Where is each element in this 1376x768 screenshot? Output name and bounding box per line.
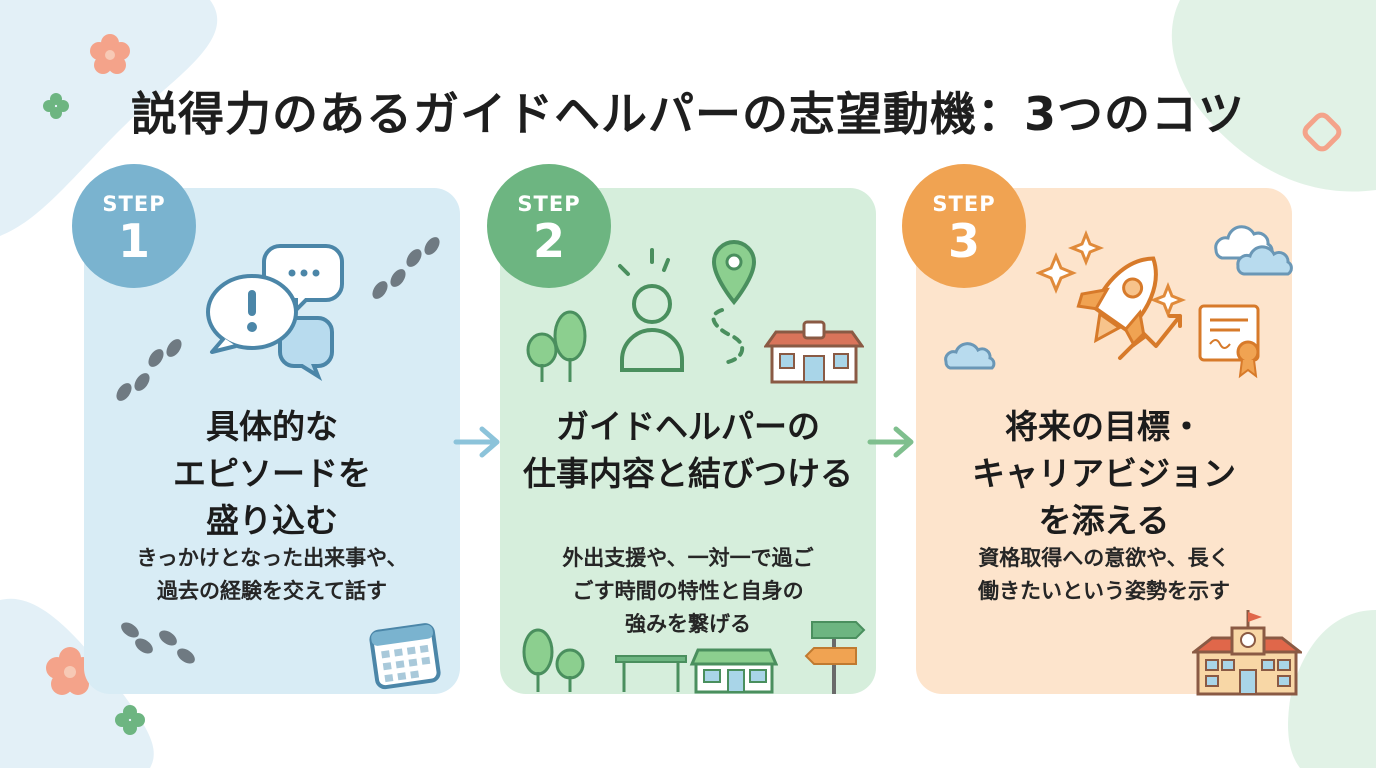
arrow-right-icon [453, 426, 500, 458]
step-label: STEP [102, 192, 166, 216]
step-3-description: 資格取得への意欲や、長く 働きたいという姿勢を示す [916, 542, 1292, 608]
clover-icon [115, 705, 145, 735]
step-number: 2 [532, 214, 565, 268]
footprints-icon [121, 622, 195, 664]
footprints-icon [372, 237, 440, 299]
flower-icon [90, 34, 130, 74]
page-title: 説得力のあるガイドヘルパーの志望動機：3つのコツ [130, 87, 1245, 141]
clover-icon [43, 93, 69, 119]
calendar-icon [369, 623, 441, 690]
arrow-right-icon [867, 426, 914, 458]
footprints-icon [116, 339, 182, 401]
description-line: 資格取得への意欲や、長く [978, 546, 1230, 570]
step-2-heading: ガイドヘルパーの 仕事内容と結びつける [500, 403, 876, 497]
heading-line: キャリアビジョン [972, 454, 1236, 493]
description-line: 働きたいという姿勢を示す [978, 579, 1230, 603]
heading-line: を添える [1038, 501, 1170, 540]
rocket-icon [1076, 256, 1182, 360]
diamond-icon [1302, 112, 1342, 152]
tree-icon [522, 628, 585, 692]
tree-icon [526, 310, 587, 382]
step-2-badge: STEP 2 [487, 164, 611, 288]
step-3-heading: 将来の目標・ キャリアビジョン を添える [916, 403, 1292, 544]
description-line: 外出支援や、一対一で過ご [562, 546, 814, 570]
cloud-icon [944, 342, 996, 370]
signpost-icon [804, 621, 866, 694]
map-pin-icon [711, 239, 757, 364]
heading-line: ガイドヘルパーの [556, 407, 820, 446]
step-2-description: 外出支援や、一対一で過ご ごす時間の特性と自身の 強みを繋げる [500, 542, 876, 641]
shop-icon [615, 648, 778, 694]
heading-line: 盛り込む [206, 501, 338, 540]
speech-bubbles-icon [206, 244, 344, 381]
school-icon [1192, 610, 1302, 696]
description-line: きっかけとなった出来事や、 [136, 546, 408, 570]
step-1-description: きっかけとなった出来事や、 過去の経験を交えて話す [84, 542, 460, 608]
description-line: 過去の経験を交えて話す [157, 579, 387, 603]
heading-line: 具体的な [206, 407, 338, 446]
description-line: ごす時間の特性と自身の [572, 579, 804, 603]
heading-line: エピソードを [173, 454, 371, 493]
step-1-heading: 具体的な エピソードを 盛り込む [84, 403, 460, 544]
cloud-icon [1214, 225, 1293, 276]
step-1-badge: STEP 1 [72, 164, 196, 288]
heading-line: 将来の目標・ [1005, 407, 1203, 446]
station-icon [764, 320, 864, 384]
sparkle-icon [1036, 229, 1187, 318]
certificate-icon [1198, 304, 1260, 379]
description-line: 強みを繋げる [625, 612, 751, 636]
step-number: 3 [947, 214, 980, 268]
step-label: STEP [517, 192, 581, 216]
heading-line: 仕事内容と結びつける [523, 454, 853, 493]
step-number: 1 [117, 214, 150, 268]
person-icon [618, 248, 684, 372]
step-3-badge: STEP 3 [902, 164, 1026, 288]
step-label: STEP [932, 192, 996, 216]
